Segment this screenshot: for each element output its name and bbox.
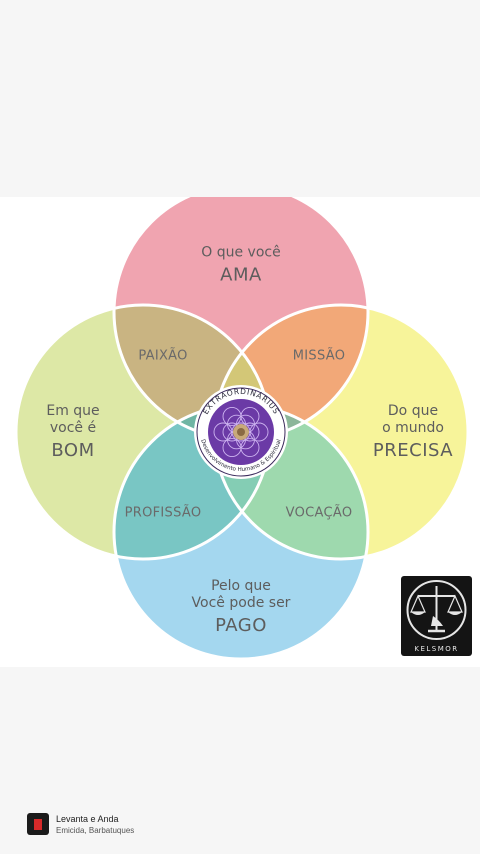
label-pago-line2: Você pode ser	[191, 594, 291, 611]
album-cover-icon	[27, 813, 49, 835]
zone-label-vocacao: VOCAÇÃO	[285, 505, 353, 521]
label-ama-line1: O que você	[201, 244, 281, 261]
kelsmor-text: KELSMOR	[414, 645, 459, 653]
label-ama: O que você AMA	[201, 244, 280, 285]
label-precisa-line1: Do que	[387, 402, 439, 419]
label-ama-big: AMA	[220, 264, 262, 286]
label-pago-line1: Pelo que	[211, 577, 271, 594]
kelsmor-logo: KELSMOR	[401, 576, 472, 656]
label-bom-big: BOM	[51, 439, 95, 461]
label-precisa-line2: o mundo	[382, 419, 444, 436]
music-title: Levanta e Anda	[56, 814, 119, 824]
label-precisa: Do que o mundo PRECISA	[373, 403, 453, 461]
label-pago: Pelo que Você pode ser PAGO	[192, 578, 291, 636]
zone-label-missao: MISSÃO	[292, 348, 346, 364]
label-bom-line2: você é	[49, 419, 97, 436]
center-badge: EXTRAORDINÁRIUS Desenvolvimento Humano &…	[194, 385, 288, 479]
scales-of-justice-icon	[406, 580, 467, 640]
zone-label-paixao: PAIXÃO	[138, 348, 188, 364]
label-bom-line1: Em que	[46, 402, 100, 419]
venn-diagram: EXTRAORDINÁRIUS Desenvolvimento Humano &…	[14, 197, 470, 661]
music-artist: Emicida, Barbatuques	[56, 826, 135, 835]
music-attribution[interactable]: Levanta e Anda Emicida, Barbatuques	[22, 810, 262, 842]
label-precisa-big: PRECISA	[372, 439, 454, 461]
label-bom: Em que você é BOM	[46, 403, 99, 461]
zone-label-profissao: PROFISSÃO	[124, 505, 202, 521]
label-pago-big: PAGO	[215, 614, 267, 636]
